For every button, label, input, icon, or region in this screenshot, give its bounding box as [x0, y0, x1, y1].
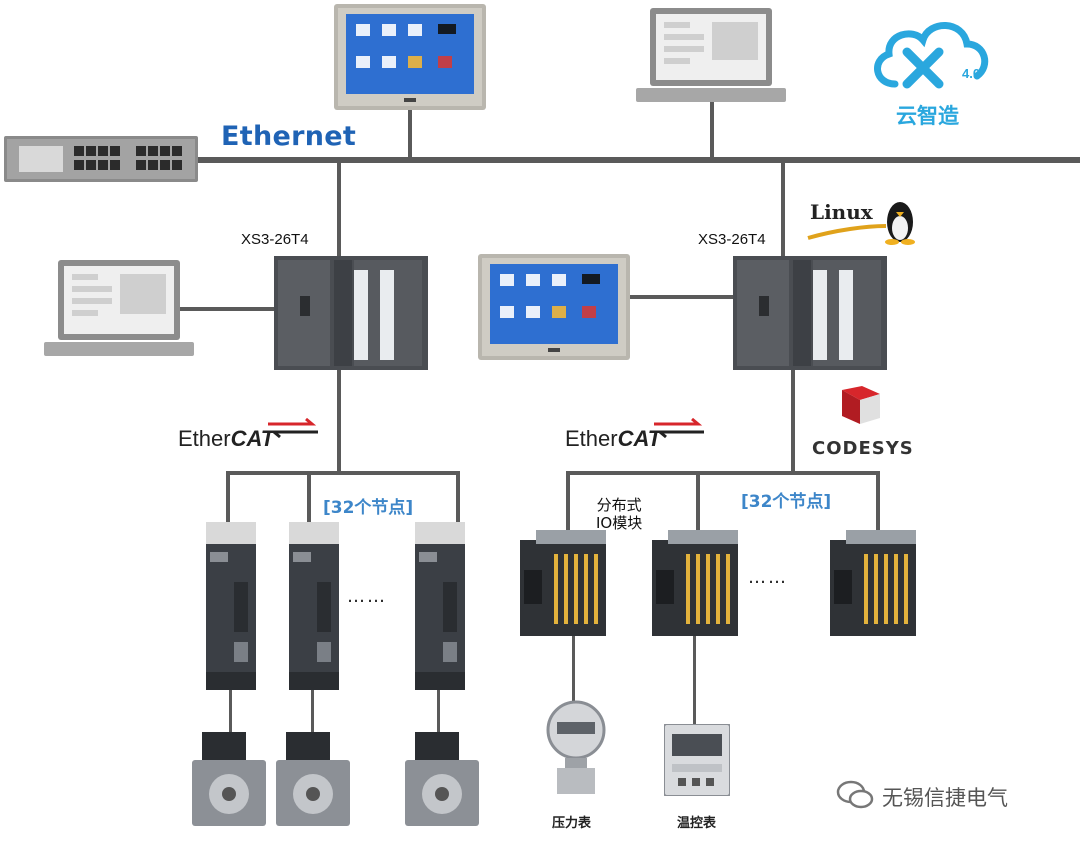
cloud-version: 4.0 — [962, 66, 981, 81]
servo-motor-3 — [405, 732, 479, 826]
ethernet-bus-line — [190, 157, 1080, 163]
ethercat-left-suffix: CAT — [230, 426, 275, 451]
servo-drive-2 — [289, 522, 339, 690]
ethercat-left-logo: EtherCAT — [178, 426, 274, 452]
node-count-right: [32个节点] — [741, 492, 832, 512]
hmi-panel-middle — [478, 254, 630, 360]
servo-drive-3 — [415, 522, 465, 690]
servo-drive-1 — [206, 522, 256, 690]
cloud-logo — [874, 22, 989, 89]
plc-right — [733, 256, 887, 370]
ethercat-right-suffix: CAT — [617, 426, 662, 451]
io-module-2 — [652, 530, 738, 636]
plc-left — [274, 256, 428, 370]
io-module-3 — [830, 530, 916, 636]
laptop-left-link — [180, 307, 275, 311]
cloud-text: 云智造 — [896, 104, 959, 128]
laptop-top — [636, 8, 786, 102]
linux-badge-text: Linux — [810, 200, 873, 224]
temperature-controller-icon — [664, 724, 730, 796]
ethercat-left-prefix: Ether — [178, 426, 231, 451]
io-module-label-line1: 分布式 — [596, 496, 642, 514]
plc-right-label: XS3-26T4 — [698, 231, 766, 248]
ethercat-right-logo: EtherCAT — [565, 426, 661, 452]
ethercat-left-arrows-icon — [268, 418, 318, 439]
codesys-label: CODESYS — [812, 438, 914, 459]
hmi-panel-top — [334, 4, 486, 110]
laptop-left — [44, 260, 194, 356]
pressure-gauge-icon — [546, 700, 606, 794]
servo-motor-2 — [276, 732, 350, 826]
ethercat-right-arrows-icon — [654, 418, 704, 439]
plc-left-drop — [337, 162, 341, 260]
codesys-cube-icon — [842, 386, 880, 424]
ethercat-left-bus — [226, 471, 460, 475]
laptop-top-drop — [710, 100, 714, 160]
io-module-1 — [520, 530, 606, 636]
tux-icon — [807, 202, 915, 245]
plc-left-label: XS3-26T4 — [241, 231, 309, 248]
wechat-icon — [836, 780, 874, 809]
ethercat-right-trunk — [791, 367, 795, 473]
node-count-left: [32个节点] — [323, 498, 414, 518]
io-ellipsis: …… — [748, 567, 788, 588]
io-module-label-line2: IO模块 — [596, 514, 643, 532]
hmi-top-drop — [408, 108, 412, 160]
servo-motor-1 — [192, 732, 266, 826]
ethercat-right-prefix: Ether — [565, 426, 618, 451]
watermark-text: 无锡信捷电气 — [882, 786, 1008, 810]
ethercat-right-bus — [566, 471, 880, 475]
ethercat-left-trunk — [337, 367, 341, 473]
network-switch — [4, 136, 198, 182]
io-module-label: 分布式 IO模块 — [596, 496, 642, 532]
plc-right-drop — [781, 162, 785, 260]
hmi-mid-link — [628, 295, 734, 299]
temperature-controller-label: 温控表 — [677, 816, 717, 831]
pressure-gauge-label: 压力表 — [552, 816, 592, 831]
ethernet-label: Ethernet — [221, 121, 357, 152]
servo-ellipsis: …… — [347, 586, 387, 607]
